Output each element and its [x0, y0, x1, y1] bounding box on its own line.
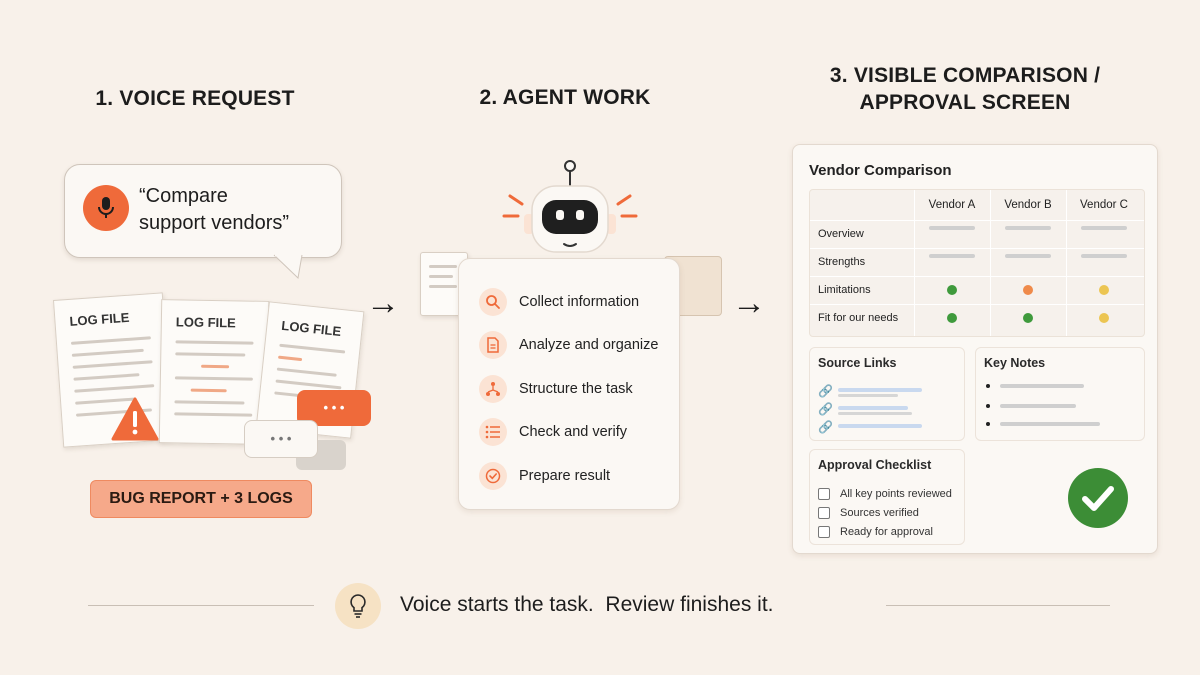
row-label: Overview [818, 228, 864, 240]
source-links-panel: Source Links 🔗 🔗 🔗 [809, 347, 965, 441]
checklist-item[interactable]: Sources verified [818, 503, 952, 522]
approval-checklist-panel: Approval Checklist All key points review… [809, 449, 965, 545]
step2-heading: 2. AGENT WORK [479, 86, 651, 109]
arrow-right-1: → [366, 284, 400, 322]
status-dot-green [1023, 313, 1033, 323]
status-dot-yellow [1099, 285, 1109, 295]
search-icon [479, 288, 507, 316]
checkbox[interactable] [818, 487, 830, 500]
placeholder-bar [1005, 226, 1051, 230]
placeholder-bar [929, 254, 975, 258]
agent-step: Analyze and organize [479, 329, 658, 361]
vendor-header: Vendor C [1080, 199, 1128, 211]
agent-step-label: Analyze and organize [519, 337, 659, 353]
agent-step: Prepare result [479, 460, 610, 492]
speech-bubble-tail [273, 254, 303, 280]
agent-step-label: Structure the task [519, 381, 633, 397]
agent-step-label: Check and verify [519, 424, 627, 440]
robot-icon [502, 160, 638, 253]
source-links-title: Source Links [818, 356, 897, 370]
step1-heading: 1. VOICE REQUEST [95, 87, 295, 110]
agent-step-label: Collect information [519, 294, 640, 310]
checklist-item[interactable]: All key points reviewed [818, 484, 952, 503]
structure-icon [479, 375, 507, 403]
placeholder-bar [929, 226, 975, 230]
chat-bubble-orange: • • • [297, 390, 371, 426]
link-icon: 🔗 [818, 384, 833, 398]
step3-heading-line2: APPROVAL SCREEN [859, 91, 1071, 114]
checklist-icon [479, 418, 507, 446]
approval-checklist-title: Approval Checklist [818, 458, 932, 472]
status-dot-green [947, 285, 957, 295]
document-icon [479, 331, 507, 359]
link-icon: 🔗 [818, 402, 833, 416]
vendor-header: Vendor B [1004, 199, 1052, 211]
arrow-right-2: → [732, 284, 766, 322]
row-label: Strengths [818, 256, 866, 268]
checkbox[interactable] [818, 506, 830, 519]
check-circle-icon [479, 462, 507, 490]
agent-step: Structure the task [479, 373, 633, 405]
footer-divider-right [886, 605, 1110, 606]
row-label: Limitations [818, 284, 871, 296]
status-dot-green [947, 313, 957, 323]
warning-icon [111, 397, 159, 441]
footer-divider-left [88, 605, 314, 606]
microphone-icon [83, 185, 129, 231]
row-label: Fit for our needs [818, 312, 899, 324]
approved-check-icon[interactable] [1067, 467, 1129, 529]
status-dot-orange [1023, 285, 1033, 295]
checkbox[interactable] [818, 525, 830, 538]
voice-quote-line1: “Compare [139, 185, 228, 207]
agent-step: Collect information [479, 286, 639, 318]
agent-step-label: Prepare result [519, 468, 611, 484]
placeholder-bar [1081, 226, 1127, 230]
placeholder-bar [1005, 254, 1051, 258]
key-notes-title: Key Notes [984, 356, 1046, 370]
vendor-header: Vendor A [928, 199, 976, 211]
step3-heading-line1: 3. VISIBLE COMPARISON / [829, 64, 1101, 87]
lightbulb-icon [335, 583, 381, 629]
comparison-title: Vendor Comparison [809, 162, 952, 179]
agent-steps-card: Collect information Analyze and organize… [458, 258, 680, 510]
chat-bubble-white: • • • [244, 420, 318, 458]
status-dot-yellow [1099, 313, 1109, 323]
footer-text: Voice starts the task. Review finishes i… [400, 593, 774, 616]
key-notes-panel: Key Notes [975, 347, 1145, 441]
link-icon: 🔗 [818, 420, 833, 434]
agent-step: Check and verify [479, 416, 627, 448]
voice-speech-bubble: “Compare support vendors” [64, 164, 342, 258]
placeholder-bar [1081, 254, 1127, 258]
checklist-item[interactable]: Ready for approval [818, 522, 952, 541]
bug-report-badge: BUG REPORT + 3 LOGS [90, 480, 312, 518]
voice-quote-line2: support vendors” [139, 212, 290, 234]
